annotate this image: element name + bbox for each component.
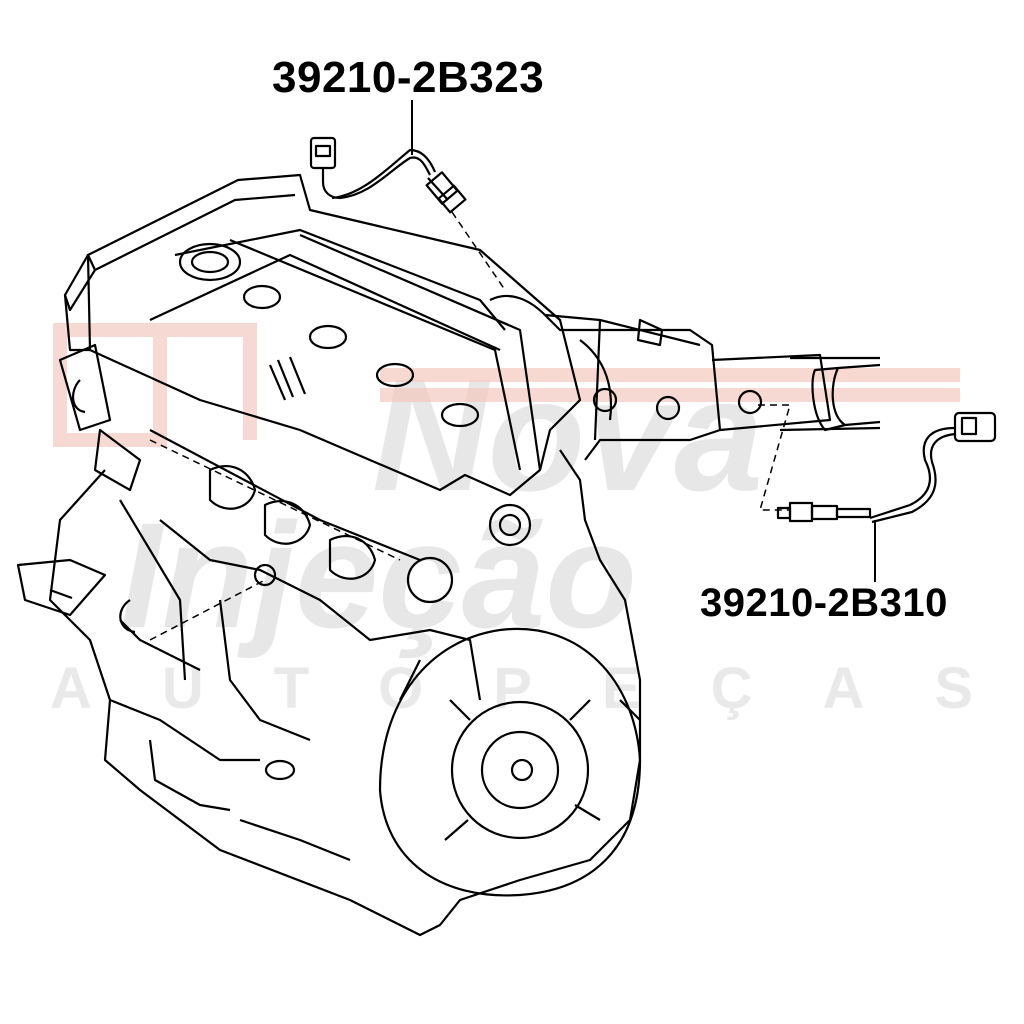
upper-oxygen-sensor-icon: [309, 136, 467, 214]
watermark-logo-icon: [53, 323, 960, 447]
part-number-lower-sensor: 39210-2B310: [700, 581, 948, 625]
watermark-line-3: AUTOPEÇAS: [50, 656, 1024, 721]
part-number-upper-sensor: 39210-2B323: [272, 53, 545, 102]
leader-lines: [149, 211, 791, 641]
engine-block: [16, 173, 881, 937]
watermark-line-2: Injeção: [120, 491, 637, 659]
lower-oxygen-sensor-icon: [776, 411, 997, 524]
